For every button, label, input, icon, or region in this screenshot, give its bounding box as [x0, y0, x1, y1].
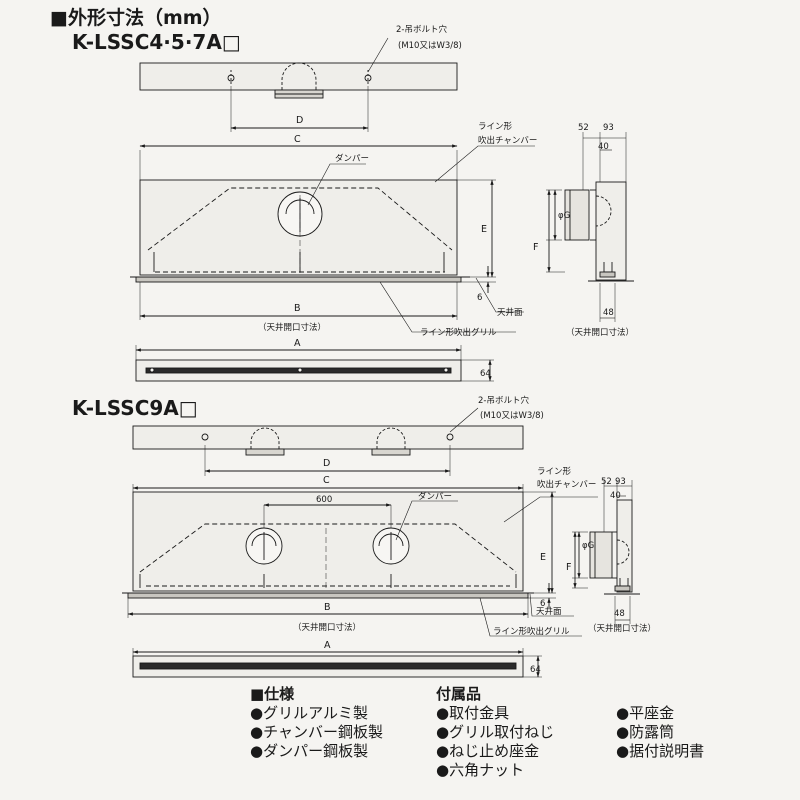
accessories-section: 付属品 ●取付金具 ●グリル取付ねじ ●ねじ止め座金 ●六角ナット [436, 685, 554, 780]
dim-g-label-2: φG [582, 541, 594, 551]
bolt-hole-icon [446, 433, 454, 441]
accessory-item: ●グリル取付ねじ [436, 723, 555, 741]
dim-e-label-2: E [540, 552, 546, 563]
dim-64-label: 64 [480, 369, 491, 379]
dim-d-label-2: D [323, 458, 330, 469]
dim-93-label: 93 [603, 123, 614, 133]
dim-e-label: E [481, 224, 487, 235]
dim-f-label: F [533, 242, 538, 253]
ceiling-label: 天井面 [497, 307, 523, 318]
spec-section: ■仕様 ●グリルアルミ製 ●チャンバー鋼板製 ●ダンパー鋼板製 [250, 685, 383, 761]
dim-c-label-2: C [323, 475, 330, 486]
dim-48-label: 48 [603, 308, 614, 318]
spec-item: ●チャンバー鋼板製 [250, 723, 383, 741]
dim-a-label-2: A [324, 640, 331, 651]
dim-g-label: φG [558, 211, 570, 221]
accessory-item: ●平座金 [616, 704, 675, 722]
grille-label: ライン形吹出グリル [420, 327, 497, 338]
bottom-view-1 [135, 345, 494, 382]
bottom-view-2 [132, 648, 542, 678]
damper-label: ダンパー [335, 153, 369, 164]
dim-93-label-2: 93 [615, 477, 626, 487]
dim-600-label: 600 [316, 495, 332, 505]
dim-48-label-2: 48 [614, 609, 625, 619]
bolt-hole-label-2: 2-吊ボルト穴 [478, 395, 529, 406]
opening-label-2: （天井開口寸法） [293, 622, 361, 633]
page-title: ■外形寸法（mm） [50, 7, 222, 29]
top-view-1 [139, 37, 458, 132]
dim-f-label-2: F [566, 562, 571, 573]
chamber-label-2: 吹出チャンバー [478, 135, 537, 146]
front-view-1 [130, 144, 535, 333]
accessory-item: ●取付金具 [436, 704, 510, 722]
spec-item: ●グリルアルミ製 [250, 704, 368, 722]
damper-label-2: ダンパー [418, 491, 452, 502]
dim-6-label-2: 6 [540, 599, 545, 609]
model-label-2: K-LSSC9A□ [72, 396, 198, 420]
dim-40-label: 40 [598, 142, 609, 152]
accessories-section-2: ●平座金 ●防露筒 ●据付説明書 [616, 704, 704, 761]
bolt-spec-label: (M10又はW3/8) [398, 41, 462, 51]
dim-a-label: A [294, 338, 301, 349]
bolt-spec-label-2: (M10又はW3/8) [480, 411, 544, 421]
side-view-1 [546, 132, 634, 322]
accessory-item: ●六角ナット [436, 761, 525, 779]
chamber-label: ライン形 [478, 122, 513, 132]
chamber-label-4: 吹出チャンバー [537, 479, 596, 490]
dim-c-label: C [294, 134, 301, 145]
front-view-2 [122, 484, 598, 637]
dim-6-label: 6 [477, 293, 482, 303]
opening-label: （天井開口寸法） [258, 322, 326, 333]
accessories-heading: 付属品 [436, 685, 482, 703]
dim-52-label-2: 52 [601, 477, 612, 487]
top-view-2 [132, 407, 524, 476]
bolt-hole-icon [201, 433, 209, 441]
dim-40-label-2: 40 [610, 491, 621, 501]
dim-b-label-2: B [324, 602, 331, 613]
opening-label-side: （天井開口寸法） [566, 327, 634, 338]
accessory-item: ●防露筒 [616, 723, 675, 741]
grille-label-2: ライン形吹出グリル [493, 626, 570, 637]
accessory-item: ●ねじ止め座金 [436, 742, 540, 760]
model-label-1: K-LSSC4·5·7A□ [72, 30, 241, 54]
dim-64-label-2: 64 [530, 665, 541, 675]
chamber-label-3: ライン形 [537, 467, 572, 477]
opening-label-side-2: （天井開口寸法） [588, 623, 656, 634]
dim-b-label: B [294, 303, 301, 314]
accessory-item: ●据付説明書 [616, 742, 705, 760]
bolt-hole-label: 2-吊ボルト穴 [396, 24, 447, 35]
dim-52-label: 52 [578, 123, 589, 133]
spec-item: ●ダンパー鋼板製 [250, 742, 369, 760]
dim-d-label: D [296, 115, 303, 126]
side-view-2 [572, 480, 640, 624]
ceiling-label-2: 天井面 [536, 606, 562, 617]
spec-heading: ■仕様 [250, 685, 295, 703]
drawing-labels: 2-吊ボルト穴 (M10又はW3/8) D C ライン形 吹出チャンバー ダンパ… [258, 24, 656, 675]
